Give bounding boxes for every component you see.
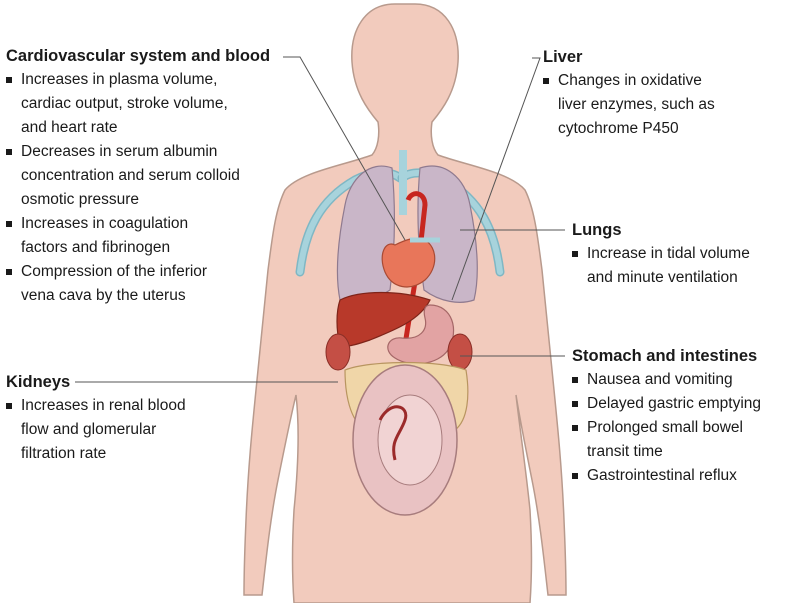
list-item: Decreases in serum albumin concentration…	[6, 140, 270, 212]
list-item: Compression of the inferior vena cava by…	[6, 260, 270, 308]
list-item: Increase in tidal volume and minute vent…	[572, 242, 750, 290]
right-kidney	[447, 333, 473, 371]
left-kidney	[325, 333, 351, 371]
callout-heading: Kidneys	[6, 373, 71, 391]
list-item: Gastrointestinal reflux	[572, 464, 761, 488]
bullet-list: Increase in tidal volume and minute vent…	[572, 242, 750, 290]
leader-line-liver	[451, 57, 541, 301]
leader-line-cardiovascular	[283, 56, 406, 241]
callout-heading: Stomach and intestines	[572, 347, 758, 365]
list-item: Increases in renal blood flow and glomer…	[6, 394, 186, 466]
bullet-list: Increases in renal blood flow and glomer…	[6, 394, 186, 466]
callout-lungs: Lungs Increase in tidal volume and minut…	[572, 220, 750, 290]
bullet-list: Increases in plasma volume, cardiac outp…	[6, 68, 270, 308]
callout-heading: Lungs	[572, 221, 622, 239]
list-item: Changes in oxidative liver enzymes, such…	[543, 69, 715, 141]
list-item: Prolonged small bowel transit time	[572, 416, 761, 464]
callout-heading: Liver	[543, 48, 583, 66]
list-item: Nausea and vomiting	[572, 368, 761, 392]
list-item: Increases in coagulation factors and fib…	[6, 212, 270, 260]
callout-kidneys: Kidneys Increases in renal blood flow an…	[6, 372, 186, 466]
bullet-list: Changes in oxidative liver enzymes, such…	[543, 69, 715, 141]
callout-heading: Cardiovascular system and blood	[6, 47, 271, 65]
umbilical-cord	[378, 405, 408, 461]
callout-stomach-intestines: Stomach and intestines Nausea and vomiti…	[572, 346, 761, 488]
aorta	[402, 191, 428, 346]
callout-liver: Liver Changes in oxidative liver enzymes…	[543, 47, 715, 141]
bullet-list: Nausea and vomiting Delayed gastric empt…	[572, 368, 761, 488]
callout-cardiovascular: Cardiovascular system and blood Increase…	[6, 46, 270, 308]
list-item: Increases in plasma volume, cardiac outp…	[6, 68, 270, 140]
fetus	[377, 394, 443, 486]
list-item: Delayed gastric emptying	[572, 392, 761, 416]
